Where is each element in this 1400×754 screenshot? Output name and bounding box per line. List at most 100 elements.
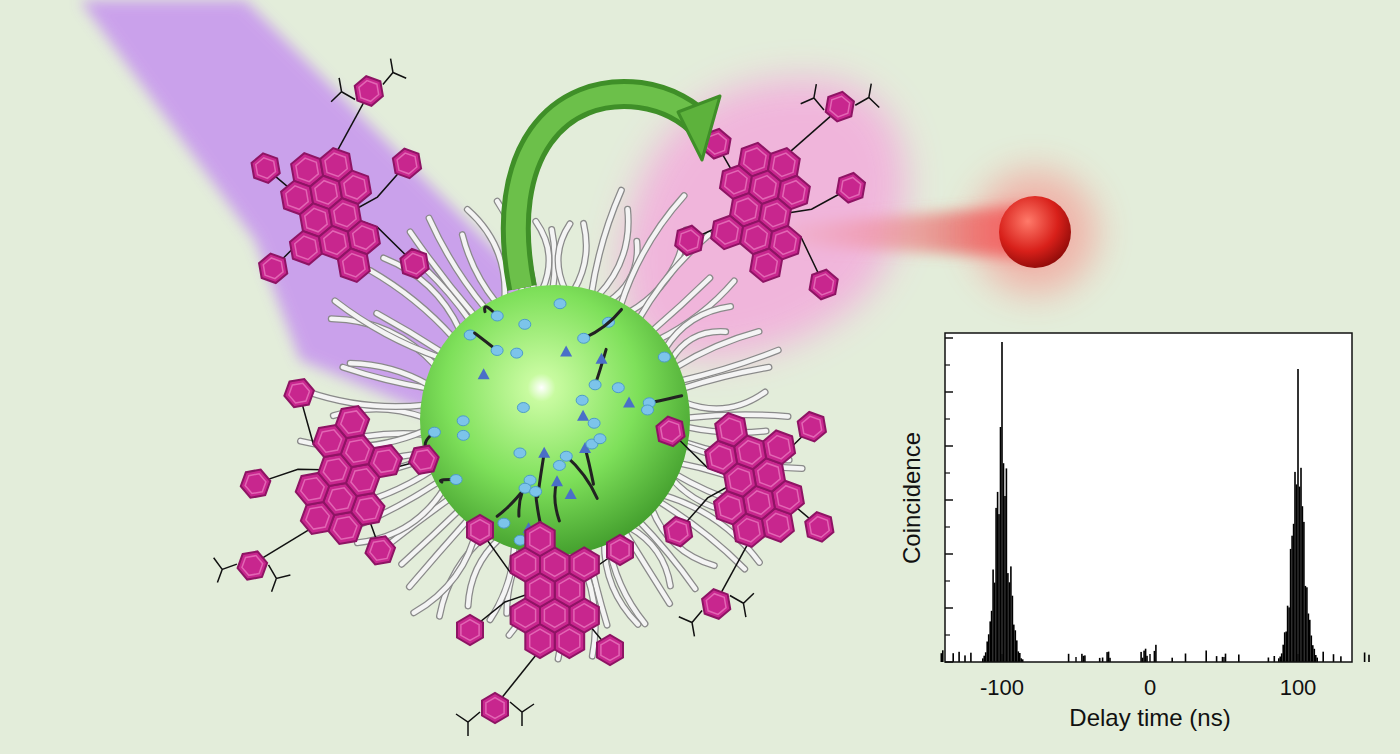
isopropyl-group	[206, 547, 291, 606]
histogram-bar	[1185, 654, 1187, 663]
ligand-chain	[402, 510, 460, 564]
anchor-dot	[642, 405, 654, 415]
anchor-dot	[594, 434, 606, 444]
plot-area	[945, 333, 1352, 662]
x-tick	[1001, 654, 1003, 662]
dye-molecule	[644, 390, 857, 638]
ligand-outline	[620, 196, 684, 307]
surface-chain	[555, 481, 560, 521]
ring-inner	[368, 537, 392, 563]
anchor-triangle	[596, 353, 608, 364]
histogram-bar	[1081, 654, 1083, 662]
ring	[457, 615, 483, 645]
dye-molecule	[228, 57, 441, 305]
ring-inner	[314, 179, 338, 206]
histogram-bar	[1003, 463, 1005, 662]
isopropyl-group	[456, 702, 534, 736]
ring-inner	[287, 380, 311, 406]
histogram-bar	[1145, 649, 1147, 662]
histogram-bar	[1368, 655, 1370, 662]
histogram-bar	[1281, 653, 1283, 662]
ring	[663, 515, 694, 549]
ring	[804, 510, 835, 544]
ring-inner	[754, 252, 778, 279]
energy-transfer-arrow	[516, 94, 720, 288]
anchor-dot	[491, 345, 503, 355]
y-tick	[945, 391, 953, 393]
dye-molecule	[456, 515, 633, 736]
photon	[999, 196, 1071, 268]
histogram-bar	[1004, 496, 1006, 662]
ring	[714, 410, 749, 449]
x-tick	[1149, 654, 1151, 662]
histogram-bar	[1287, 606, 1289, 662]
anchor-dot	[457, 430, 469, 440]
anchor-triangle	[623, 396, 635, 407]
dye-molecule	[206, 371, 448, 639]
ring-inner	[724, 169, 748, 196]
isopropyl-group	[800, 72, 883, 119]
ring-inner	[339, 407, 366, 436]
ring-inner	[667, 520, 689, 544]
ring-inner	[809, 515, 831, 539]
ring	[835, 171, 866, 205]
y-tick	[945, 553, 953, 555]
ring-inner	[773, 229, 797, 256]
ring-inner	[515, 604, 536, 628]
anchor-dot	[560, 451, 572, 461]
ring-inner	[715, 219, 739, 246]
ring	[399, 247, 430, 281]
axis-ticks	[945, 338, 1298, 662]
histogram-bar	[1084, 655, 1086, 662]
histogram-bar	[1315, 655, 1317, 662]
ligand-chain	[350, 363, 429, 385]
ring-inner	[358, 79, 380, 103]
x-tick-label: -100	[980, 676, 1024, 700]
ring-inner	[744, 224, 768, 251]
ligand-outline	[574, 223, 586, 290]
ring-inner	[344, 436, 371, 465]
ring	[238, 465, 273, 502]
histogram-bar	[1205, 651, 1207, 663]
ring-inner	[412, 447, 436, 473]
histogram-bar	[1013, 625, 1015, 662]
y-axis-title: Coincidence	[899, 432, 925, 564]
ligand-outline	[402, 510, 460, 564]
ring-inner	[813, 273, 835, 297]
surface-chain	[584, 309, 622, 338]
histogram-bar	[942, 650, 944, 662]
histogram-bar	[1018, 651, 1020, 662]
surface-ligands	[425, 299, 682, 546]
histogram-bar	[1303, 522, 1305, 662]
histogram-bar	[1216, 656, 1218, 662]
ring-inner	[709, 444, 733, 471]
anchor-triangle	[551, 475, 563, 486]
anchor-dot	[498, 518, 510, 528]
ligand-chain	[552, 229, 555, 289]
ligand-chain	[467, 209, 504, 299]
ligands	[300, 190, 802, 659]
histogram-bar	[1340, 656, 1342, 662]
histogram-bar	[1010, 566, 1012, 662]
coincidence-histogram	[941, 333, 1370, 662]
histogram-bar	[1302, 506, 1304, 662]
anchor-dot	[464, 330, 476, 340]
histogram-bar	[1312, 645, 1314, 662]
ring	[607, 535, 633, 565]
ring-inner	[323, 229, 347, 256]
ring-inner	[544, 553, 565, 577]
ring	[749, 246, 784, 285]
histogram-bar	[1296, 484, 1298, 662]
surface-chain	[519, 480, 530, 516]
histogram-bar	[1019, 653, 1021, 662]
histogram-bar	[952, 653, 954, 662]
histogram-bar	[1279, 657, 1281, 663]
anchor-triangle	[560, 345, 572, 356]
ring-inner	[719, 416, 743, 443]
ligand-chain	[682, 367, 769, 388]
histogram-bar	[1309, 620, 1311, 662]
ring	[363, 532, 398, 569]
ring	[407, 441, 442, 478]
histogram-bar	[1001, 342, 1003, 662]
histogram-bar	[1143, 651, 1145, 662]
